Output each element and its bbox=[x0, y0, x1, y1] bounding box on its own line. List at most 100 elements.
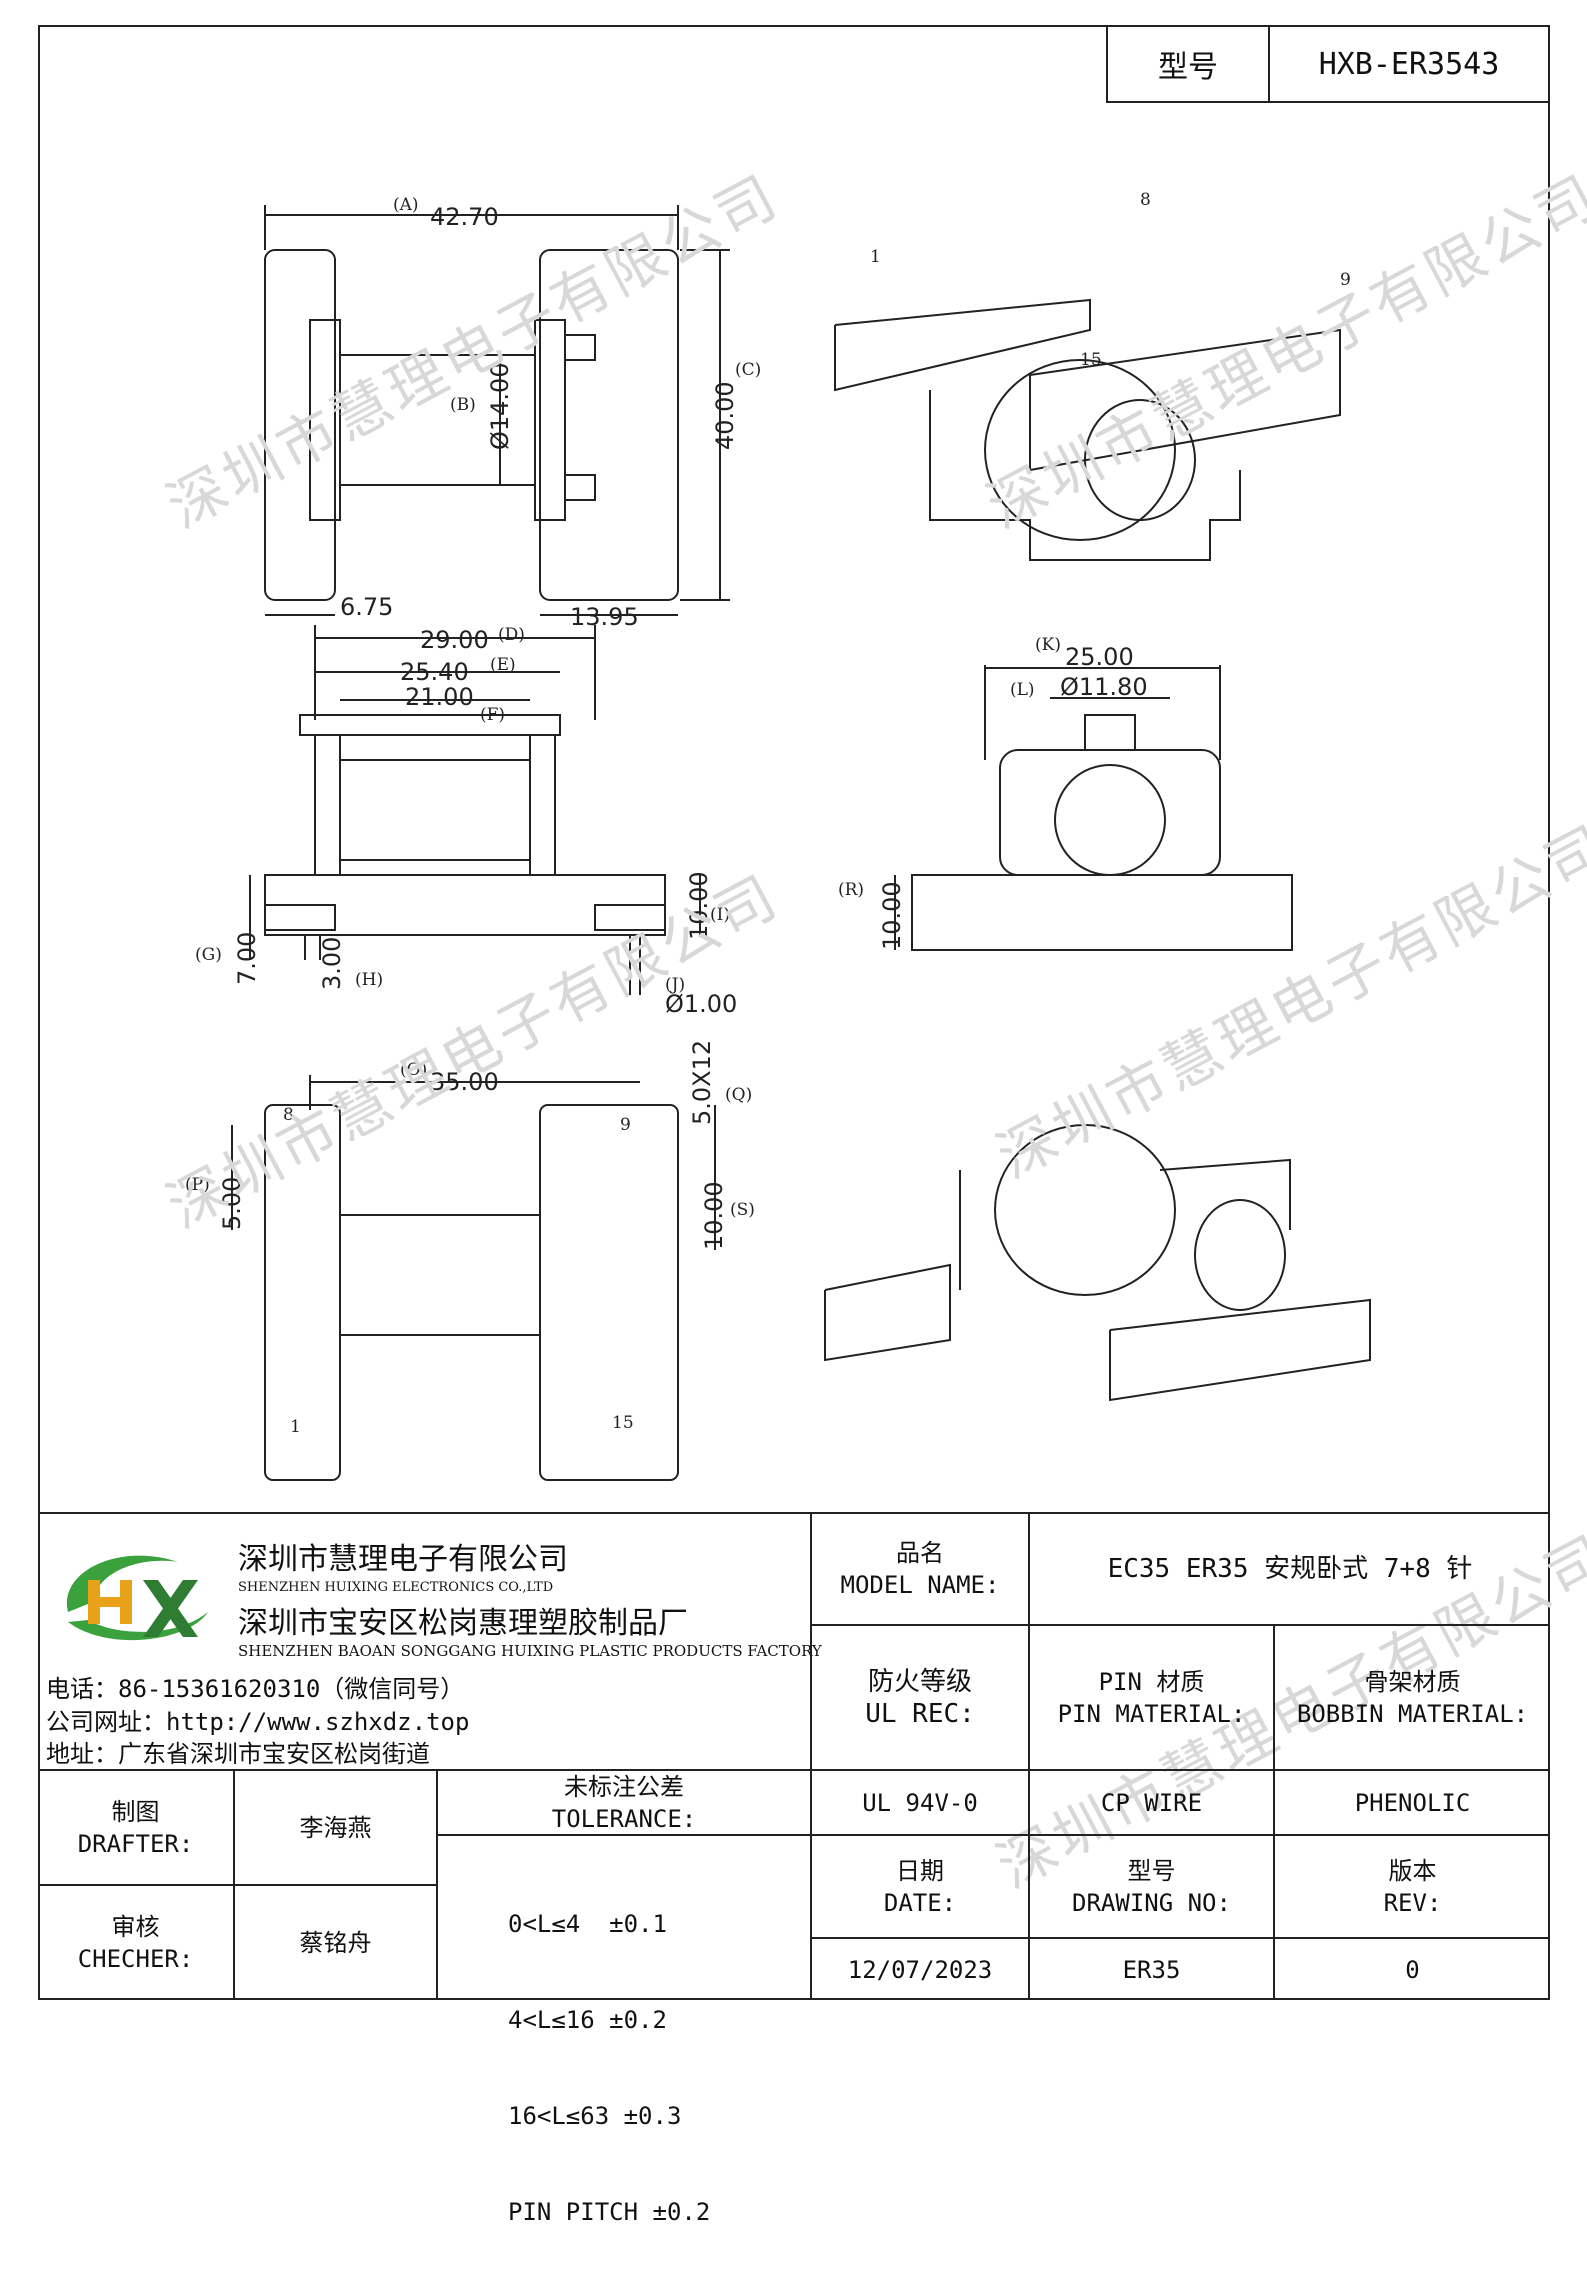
model-name-label: 品名 MODEL NAME: bbox=[812, 1514, 1028, 1624]
checker-label: 审核 CHECHER: bbox=[38, 1886, 233, 2000]
rev-label: 版本 REV: bbox=[1275, 1836, 1550, 1937]
drawing-no-label: 型号 DRAWING NO: bbox=[1030, 1836, 1273, 1937]
drafter-value: 李海燕 bbox=[299, 1813, 372, 1842]
pin-label-15: 15 bbox=[612, 1413, 634, 1433]
dim-c-ref: (C) bbox=[735, 360, 761, 380]
tolerance-line: 4<L≤16 ±0.2 bbox=[508, 2006, 667, 2034]
technical-drawing: 42.70 (A) Ø14.00 (B) 40.00 (C) 6.75 13.9… bbox=[185, 190, 1371, 1481]
dim-l-ref: (L) bbox=[1010, 680, 1035, 700]
bobbin-material-label-cn: 骨架材质 bbox=[1364, 1667, 1461, 1696]
dim-a: 42.70 bbox=[430, 203, 499, 231]
dim-d-ref: (D) bbox=[498, 625, 525, 645]
pin-material-label-cn: PIN 材质 bbox=[1098, 1667, 1205, 1696]
pin-label-1: 1 bbox=[290, 1417, 301, 1437]
dim-p-ref: (P) bbox=[185, 1175, 210, 1195]
tolerance-line: 16<L≤63 ±0.3 bbox=[508, 2102, 682, 2130]
ul-rec-label-en: UL REC: bbox=[865, 1698, 975, 1729]
pin-material-value: CP WIRE bbox=[1100, 1788, 1203, 1817]
model-name-label-cn: 品名 bbox=[896, 1539, 944, 1567]
dim-f: 21.00 bbox=[405, 683, 474, 711]
dim-r: 10.00 bbox=[878, 881, 906, 950]
dim-i: 10.00 bbox=[685, 871, 713, 940]
rev-label-cn: 版本 bbox=[1388, 1856, 1437, 1885]
company-phone: 电话：86-15361620310（微信同号） bbox=[46, 1675, 465, 1703]
ul-rec-value: UL 94V-0 bbox=[862, 1788, 978, 1817]
iso-pin-8: 8 bbox=[1140, 190, 1151, 210]
tolerance-line: PIN PITCH ±0.2 bbox=[508, 2198, 711, 2226]
pin-material-label-en: PIN MATERIAL: bbox=[1057, 1699, 1246, 1728]
tolerance-label-en: TOLERANCE: bbox=[551, 1804, 697, 1833]
iso-pin-1: 1 bbox=[870, 247, 881, 267]
factory-name-en: SHENZHEN BAOAN SONGGANG HUIXING PLASTIC … bbox=[238, 1642, 822, 1660]
tolerance-label: 未标注公差 TOLERANCE: bbox=[438, 1771, 810, 1834]
dim-o: 35.00 bbox=[430, 1068, 499, 1096]
drawing-no-label-cn: 型号 bbox=[1127, 1856, 1176, 1885]
dim-k-ref: (K) bbox=[1035, 635, 1061, 655]
side-view bbox=[249, 625, 701, 995]
bobbin-material-label: 骨架材质 BOBBIN MATERIAL: bbox=[1275, 1626, 1550, 1769]
checker-label-en: CHECHER: bbox=[77, 1945, 194, 1973]
dim-f-ref: (F) bbox=[480, 705, 505, 725]
model-header: 型号 HXB-ER3543 bbox=[1106, 25, 1550, 103]
factory-name-cn: 深圳市宝安区松岗惠理塑胶制品厂 bbox=[238, 1606, 688, 1641]
pin-material-label: PIN 材质 PIN MATERIAL: bbox=[1030, 1626, 1273, 1769]
tolerance-table: 0<L≤4 ±0.1 4<L≤16 ±0.2 16<L≤63 ±0.3 PIN … bbox=[508, 1844, 710, 2292]
iso-view-bottom bbox=[824, 1124, 1371, 1402]
dim-o-ref: (O) bbox=[400, 1060, 427, 1080]
drawing-no-label-en: DRAWING NO: bbox=[1072, 1888, 1231, 1917]
date-value: 12/07/2023 bbox=[847, 1955, 993, 1984]
dim-s: 10.00 bbox=[700, 1181, 728, 1250]
dim-j: Ø1.00 bbox=[665, 990, 737, 1018]
drawing-no-value: ER35 bbox=[1122, 1955, 1181, 1984]
model-name-label-en: MODEL NAME: bbox=[840, 1571, 1000, 1599]
tolerance-line: 0<L≤4 ±0.1 bbox=[508, 1910, 667, 1938]
dim-s-ref: (S) bbox=[730, 1200, 755, 1220]
dim-a-ref: (A) bbox=[393, 195, 419, 215]
dim-i-ref: (I) bbox=[710, 905, 730, 925]
dim-g-ref: (G) bbox=[195, 945, 222, 965]
top-view bbox=[264, 205, 730, 616]
company-name-en: SHENZHEN HUIXING ELECTRONICS CO.,LTD bbox=[238, 1580, 554, 1595]
company-address: 地址：广东省深圳市宝安区松岗街道 bbox=[46, 1740, 430, 1768]
date-label: 日期 DATE: bbox=[812, 1836, 1028, 1937]
checker-label-cn: 审核 bbox=[111, 1913, 160, 1941]
dim-p: 5.00 bbox=[218, 1177, 246, 1230]
dim-k: 25.00 bbox=[1065, 643, 1134, 671]
ul-rec-label: 防火等级 UL REC: bbox=[812, 1626, 1028, 1769]
model-header-value: HXB-ER3543 bbox=[1318, 46, 1500, 82]
bobbin-material-value: PHENOLIC bbox=[1354, 1788, 1471, 1817]
ul-rec-label-cn: 防火等级 bbox=[867, 1666, 972, 1697]
title-block: 深圳市慧理电子有限公司 SHENZHEN HUIXING ELECTRONICS… bbox=[38, 1512, 1550, 2226]
iso-pin-15: 15 bbox=[1080, 350, 1102, 370]
company-website[interactable]: 公司网址：http://www.szhxdz.top bbox=[46, 1708, 470, 1736]
checker-value: 蔡铭舟 bbox=[299, 1929, 372, 1957]
dim-l: Ø11.80 bbox=[1060, 673, 1148, 701]
dim-h: 3.00 bbox=[318, 937, 346, 990]
rev-label-en: REV: bbox=[1383, 1888, 1442, 1917]
drawing-frame bbox=[38, 25, 1550, 2000]
drafter-label-cn: 制图 bbox=[111, 1797, 160, 1826]
dim-h-ref: (H) bbox=[355, 970, 383, 990]
iso-pin-9: 9 bbox=[1340, 270, 1351, 290]
date-label-cn: 日期 bbox=[896, 1856, 944, 1885]
date-label-en: DATE: bbox=[883, 1888, 957, 1917]
dim-e: 25.40 bbox=[400, 658, 469, 686]
dim-r-ref: (R) bbox=[838, 880, 864, 900]
company-logo bbox=[66, 1555, 208, 1641]
dim-q-ref: (Q) bbox=[725, 1085, 752, 1105]
pin-label-8: 8 bbox=[283, 1105, 294, 1125]
pin-label-9: 9 bbox=[620, 1115, 631, 1135]
dim-d: 29.00 bbox=[420, 626, 489, 654]
drafter-label-en: DRAFTER: bbox=[77, 1829, 194, 1858]
bottom-view bbox=[231, 1075, 716, 1481]
dim-e-ref: (E) bbox=[490, 655, 516, 675]
tolerance-label-cn: 未标注公差 bbox=[564, 1772, 684, 1801]
dim-c: 40.00 bbox=[711, 381, 739, 450]
dim-b: Ø14.00 bbox=[486, 362, 514, 450]
model-header-label: 型号 bbox=[1108, 27, 1270, 101]
drafter-label: 制图 DRAFTER: bbox=[38, 1771, 233, 1884]
dim-b-ref: (B) bbox=[450, 395, 476, 415]
company-name-cn: 深圳市慧理电子有限公司 bbox=[238, 1542, 568, 1577]
dim-g: 7.00 bbox=[233, 932, 261, 985]
model-name-value: EC35 ER35 安规卧式 7+8 针 bbox=[1107, 1554, 1473, 1584]
